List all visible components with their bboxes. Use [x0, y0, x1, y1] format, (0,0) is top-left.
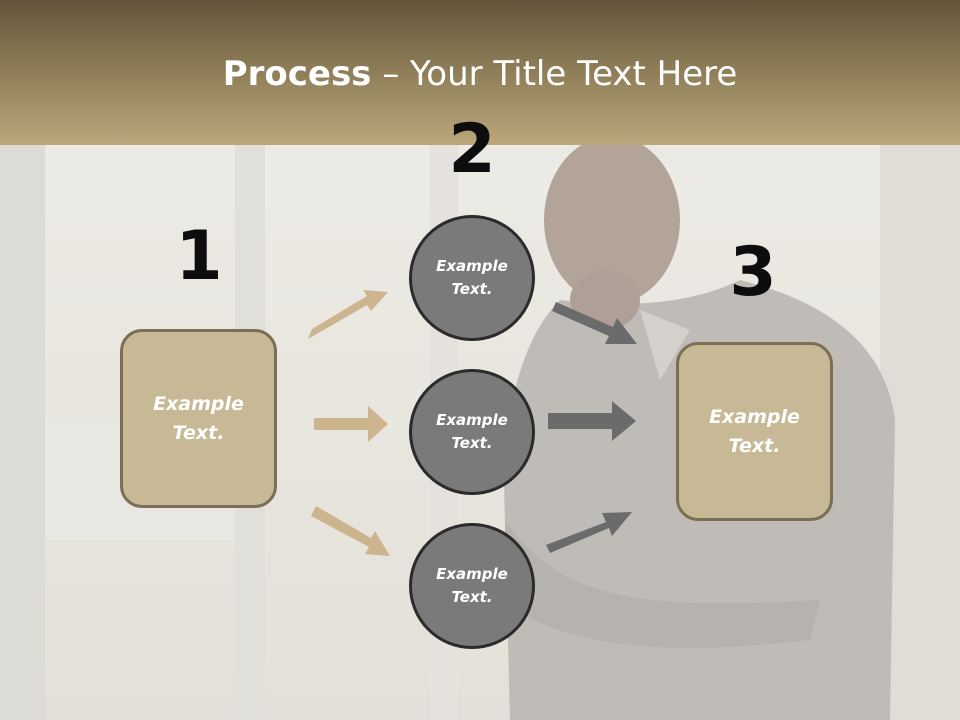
step-number-1: 1	[175, 217, 223, 296]
left-box-line1: Example	[153, 392, 244, 415]
right-text-box: Example Text.	[676, 342, 833, 521]
circle-middle-line1: Example	[436, 411, 508, 429]
slide-title: Process – Your Title Text Here	[0, 52, 960, 96]
right-box-line1: Example	[709, 405, 800, 428]
circle-bottom-line2: Text.	[451, 588, 493, 606]
right-box-line2: Text.	[728, 434, 781, 457]
circle-bottom-line1: Example	[436, 565, 508, 583]
circle-bottom: Example Text.	[409, 523, 535, 649]
step-number-3: 3	[729, 233, 777, 312]
circle-middle: Example Text.	[409, 369, 535, 495]
circle-middle-line2: Text.	[451, 434, 493, 452]
arrow-bottom-to-right	[546, 512, 632, 553]
arrow-mid-to-right	[548, 401, 636, 441]
circle-top: Example Text.	[409, 215, 535, 341]
title-rest: – Your Title Text Here	[371, 54, 738, 94]
arrow-right-middle	[314, 406, 388, 442]
title-bar	[0, 0, 960, 145]
left-box-line2: Text.	[172, 421, 225, 444]
left-text-box: Example Text.	[120, 329, 277, 508]
arrow-up-right	[308, 290, 388, 339]
step-number-2: 2	[448, 110, 496, 189]
circle-top-line2: Text.	[451, 280, 493, 298]
title-bold: Process	[222, 54, 372, 94]
arrow-down-right	[311, 506, 390, 556]
arrow-top-to-right	[552, 302, 637, 344]
circle-top-line1: Example	[436, 257, 508, 275]
